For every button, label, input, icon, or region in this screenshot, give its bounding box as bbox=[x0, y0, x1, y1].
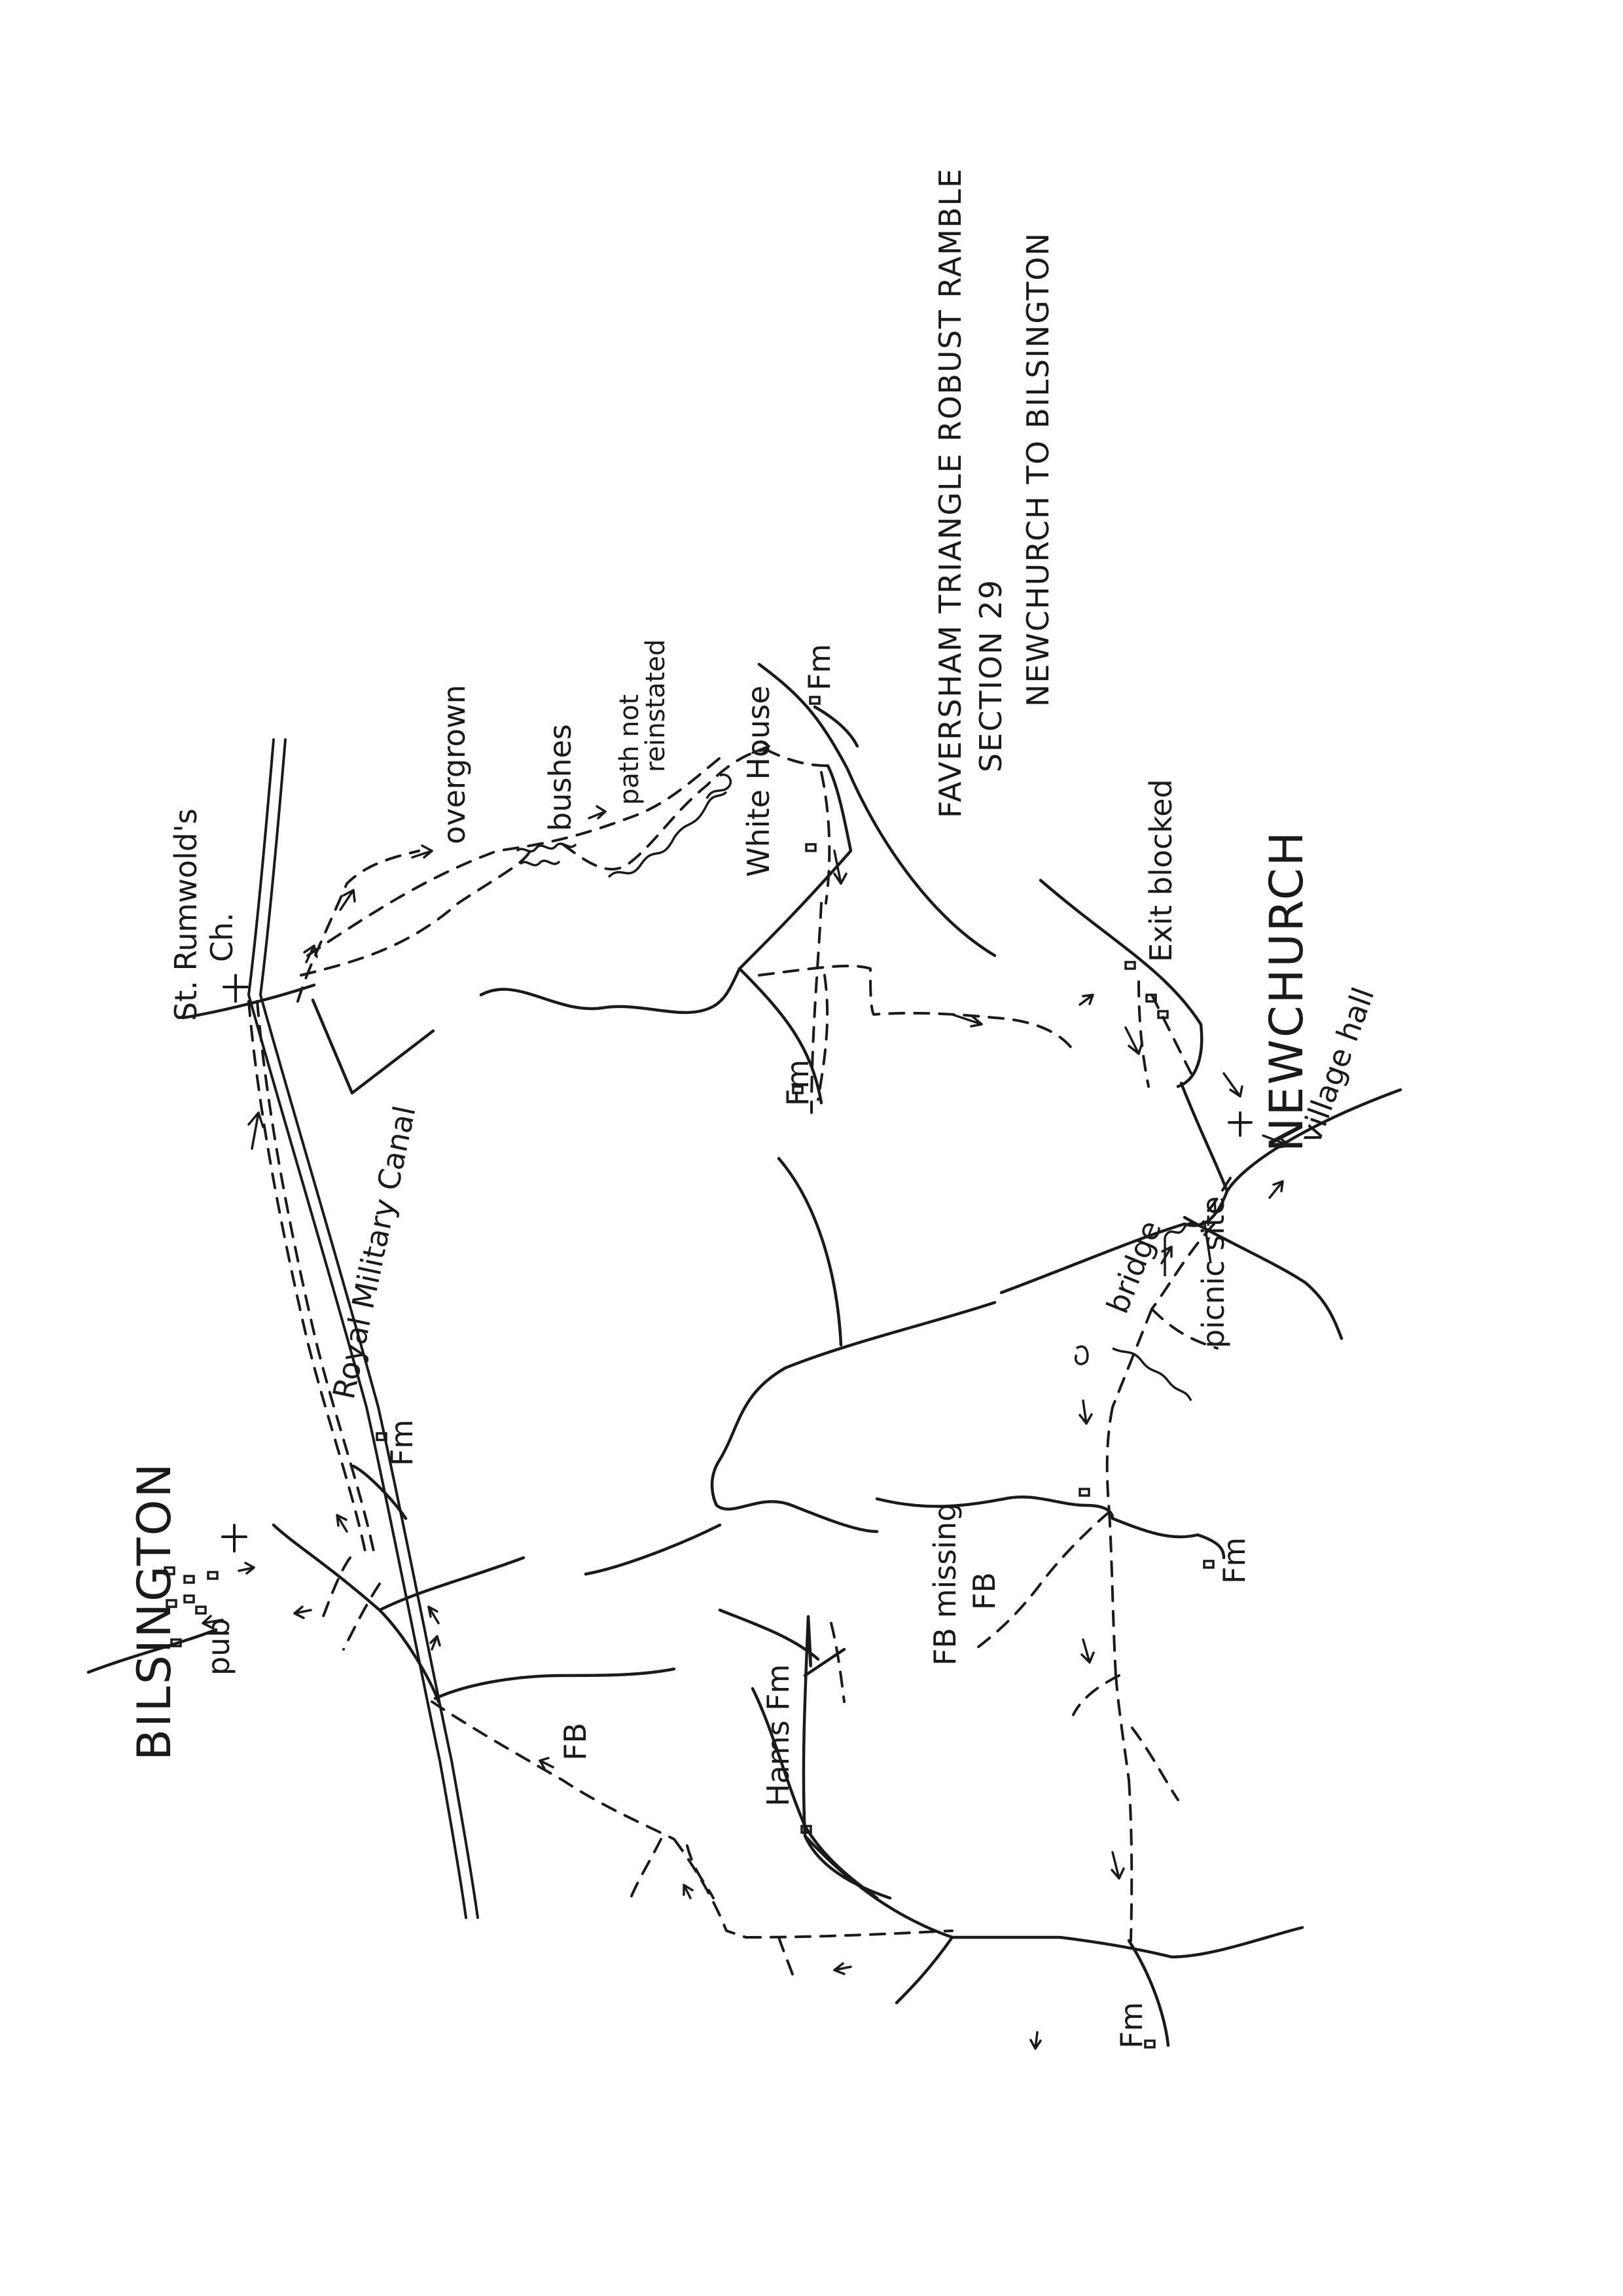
road-picnic bbox=[1183, 1215, 1344, 1340]
buildings bbox=[164, 696, 1215, 2049]
label-white-house: White House bbox=[741, 685, 776, 877]
label-bilsington: BILSINGTON bbox=[128, 1462, 181, 1761]
building-icon bbox=[1203, 1560, 1215, 1569]
note-fb-east: FB bbox=[967, 1572, 1002, 1610]
road-fm-west bbox=[351, 1464, 408, 1520]
label-pub: pub bbox=[201, 1618, 236, 1676]
label-fm-south: Fm bbox=[1114, 2002, 1149, 2049]
building-icon bbox=[1145, 994, 1157, 1003]
road-to-fm-ne bbox=[757, 662, 997, 958]
title-line-1: FAVERSHAM TRIANGLE ROBUST RAMBLE bbox=[933, 168, 968, 818]
road-south-lane-b bbox=[895, 1935, 954, 2005]
note-fb-west: FB bbox=[558, 1723, 593, 1761]
road-south-field bbox=[875, 1496, 1115, 1520]
road-main-mid bbox=[584, 1523, 722, 1576]
royal-military-canal bbox=[247, 738, 479, 1919]
route-notes: overgrown bushes path not reinstated Exi… bbox=[437, 639, 1179, 1761]
label-church-ch: Ch. bbox=[204, 912, 240, 962]
footpath-route bbox=[247, 748, 1232, 1984]
label-fm-north: Fm bbox=[802, 644, 837, 691]
church-newchurch-icon bbox=[1228, 1111, 1253, 1137]
note-reinstated: reinstated bbox=[641, 639, 671, 772]
road-main-west bbox=[378, 1556, 526, 1612]
label-newchurch: NEWCHURCH bbox=[1260, 830, 1313, 1152]
building-icon bbox=[805, 843, 817, 852]
building-icon bbox=[376, 1432, 387, 1441]
road-white-house-lane bbox=[738, 967, 823, 1105]
building-icon bbox=[1124, 961, 1136, 970]
road-ne-to-newchurch bbox=[1039, 878, 1204, 1088]
title-line-3: NEWCHURCH TO BILSINGTON bbox=[1020, 232, 1056, 707]
road-hams-north bbox=[806, 1615, 812, 1668]
label-hams-fm: Hams Fm bbox=[760, 1664, 796, 1806]
building-icon bbox=[809, 696, 821, 705]
road-bilsington-west bbox=[86, 1628, 218, 1674]
road-se-3 bbox=[718, 1608, 820, 1661]
note-exit-blocked: Exit blocked bbox=[1143, 779, 1179, 962]
building-icon bbox=[183, 1594, 195, 1604]
road-se-1 bbox=[433, 1667, 676, 1700]
label-st-rumwolds: St. Rumwold's bbox=[168, 808, 204, 1021]
church-st-rumwolds-icon bbox=[223, 974, 249, 1003]
road-field-north bbox=[479, 967, 741, 1014]
church-bilsington-icon bbox=[221, 1524, 247, 1552]
road-fm-south bbox=[1127, 1939, 1170, 2047]
note-bushes: bushes bbox=[543, 724, 578, 831]
road-mid-east bbox=[777, 1157, 843, 1347]
label-fm-mid: Fm bbox=[780, 1060, 815, 1106]
building-icon bbox=[183, 1575, 195, 1584]
building-icon bbox=[166, 1599, 177, 1608]
place-labels: BILSINGTON NEWCHURCH pub St. Rumwold's C… bbox=[128, 644, 1381, 2049]
label-royal-military-canal: Royal Military Canal bbox=[326, 1103, 423, 1403]
label-bridge: bridge bbox=[1099, 1215, 1168, 1318]
roads bbox=[181, 662, 1402, 2047]
building-icon bbox=[800, 1825, 812, 1834]
title-line-2: SECTION 29 bbox=[973, 579, 1008, 772]
building-icon bbox=[1157, 1010, 1169, 1019]
road-hams-to-lane bbox=[803, 1834, 954, 1939]
road-fm-se-a bbox=[1111, 1516, 1226, 1560]
label-picnic-site: picnic site bbox=[1196, 1196, 1231, 1348]
direction-arrows bbox=[202, 740, 1291, 2050]
road-white-house bbox=[738, 764, 853, 971]
note-fb-missing: FB missing bbox=[927, 1503, 963, 1666]
road-fm-ne-spur bbox=[813, 705, 859, 748]
note-path-not: path not bbox=[615, 694, 645, 805]
building-icon bbox=[1079, 1488, 1090, 1497]
label-fm-south-east: Fm bbox=[1217, 1537, 1252, 1584]
road-hams bbox=[802, 1615, 892, 1900]
building-icon bbox=[792, 1085, 804, 1094]
note-overgrown: overgrown bbox=[437, 685, 472, 844]
building-icon bbox=[164, 1566, 175, 1575]
building-icon bbox=[207, 1571, 219, 1580]
label-fm-canal: Fm bbox=[384, 1420, 419, 1466]
road-newchurch-main bbox=[1179, 1081, 1402, 1193]
road-mid-field bbox=[718, 1300, 997, 1462]
road-canal-north bbox=[311, 998, 435, 1095]
road-bilsington bbox=[272, 1523, 440, 1704]
road-south-lane bbox=[950, 1926, 1304, 1959]
hedges bbox=[516, 774, 1212, 1401]
title-block: FAVERSHAM TRIANGLE ROBUST RAMBLE SECTION… bbox=[933, 168, 1056, 818]
road-mid-south bbox=[710, 1458, 879, 1534]
building-icon bbox=[1144, 2039, 1156, 2049]
road-newchurch-south bbox=[999, 1189, 1229, 1295]
building-icon bbox=[195, 1605, 207, 1615]
